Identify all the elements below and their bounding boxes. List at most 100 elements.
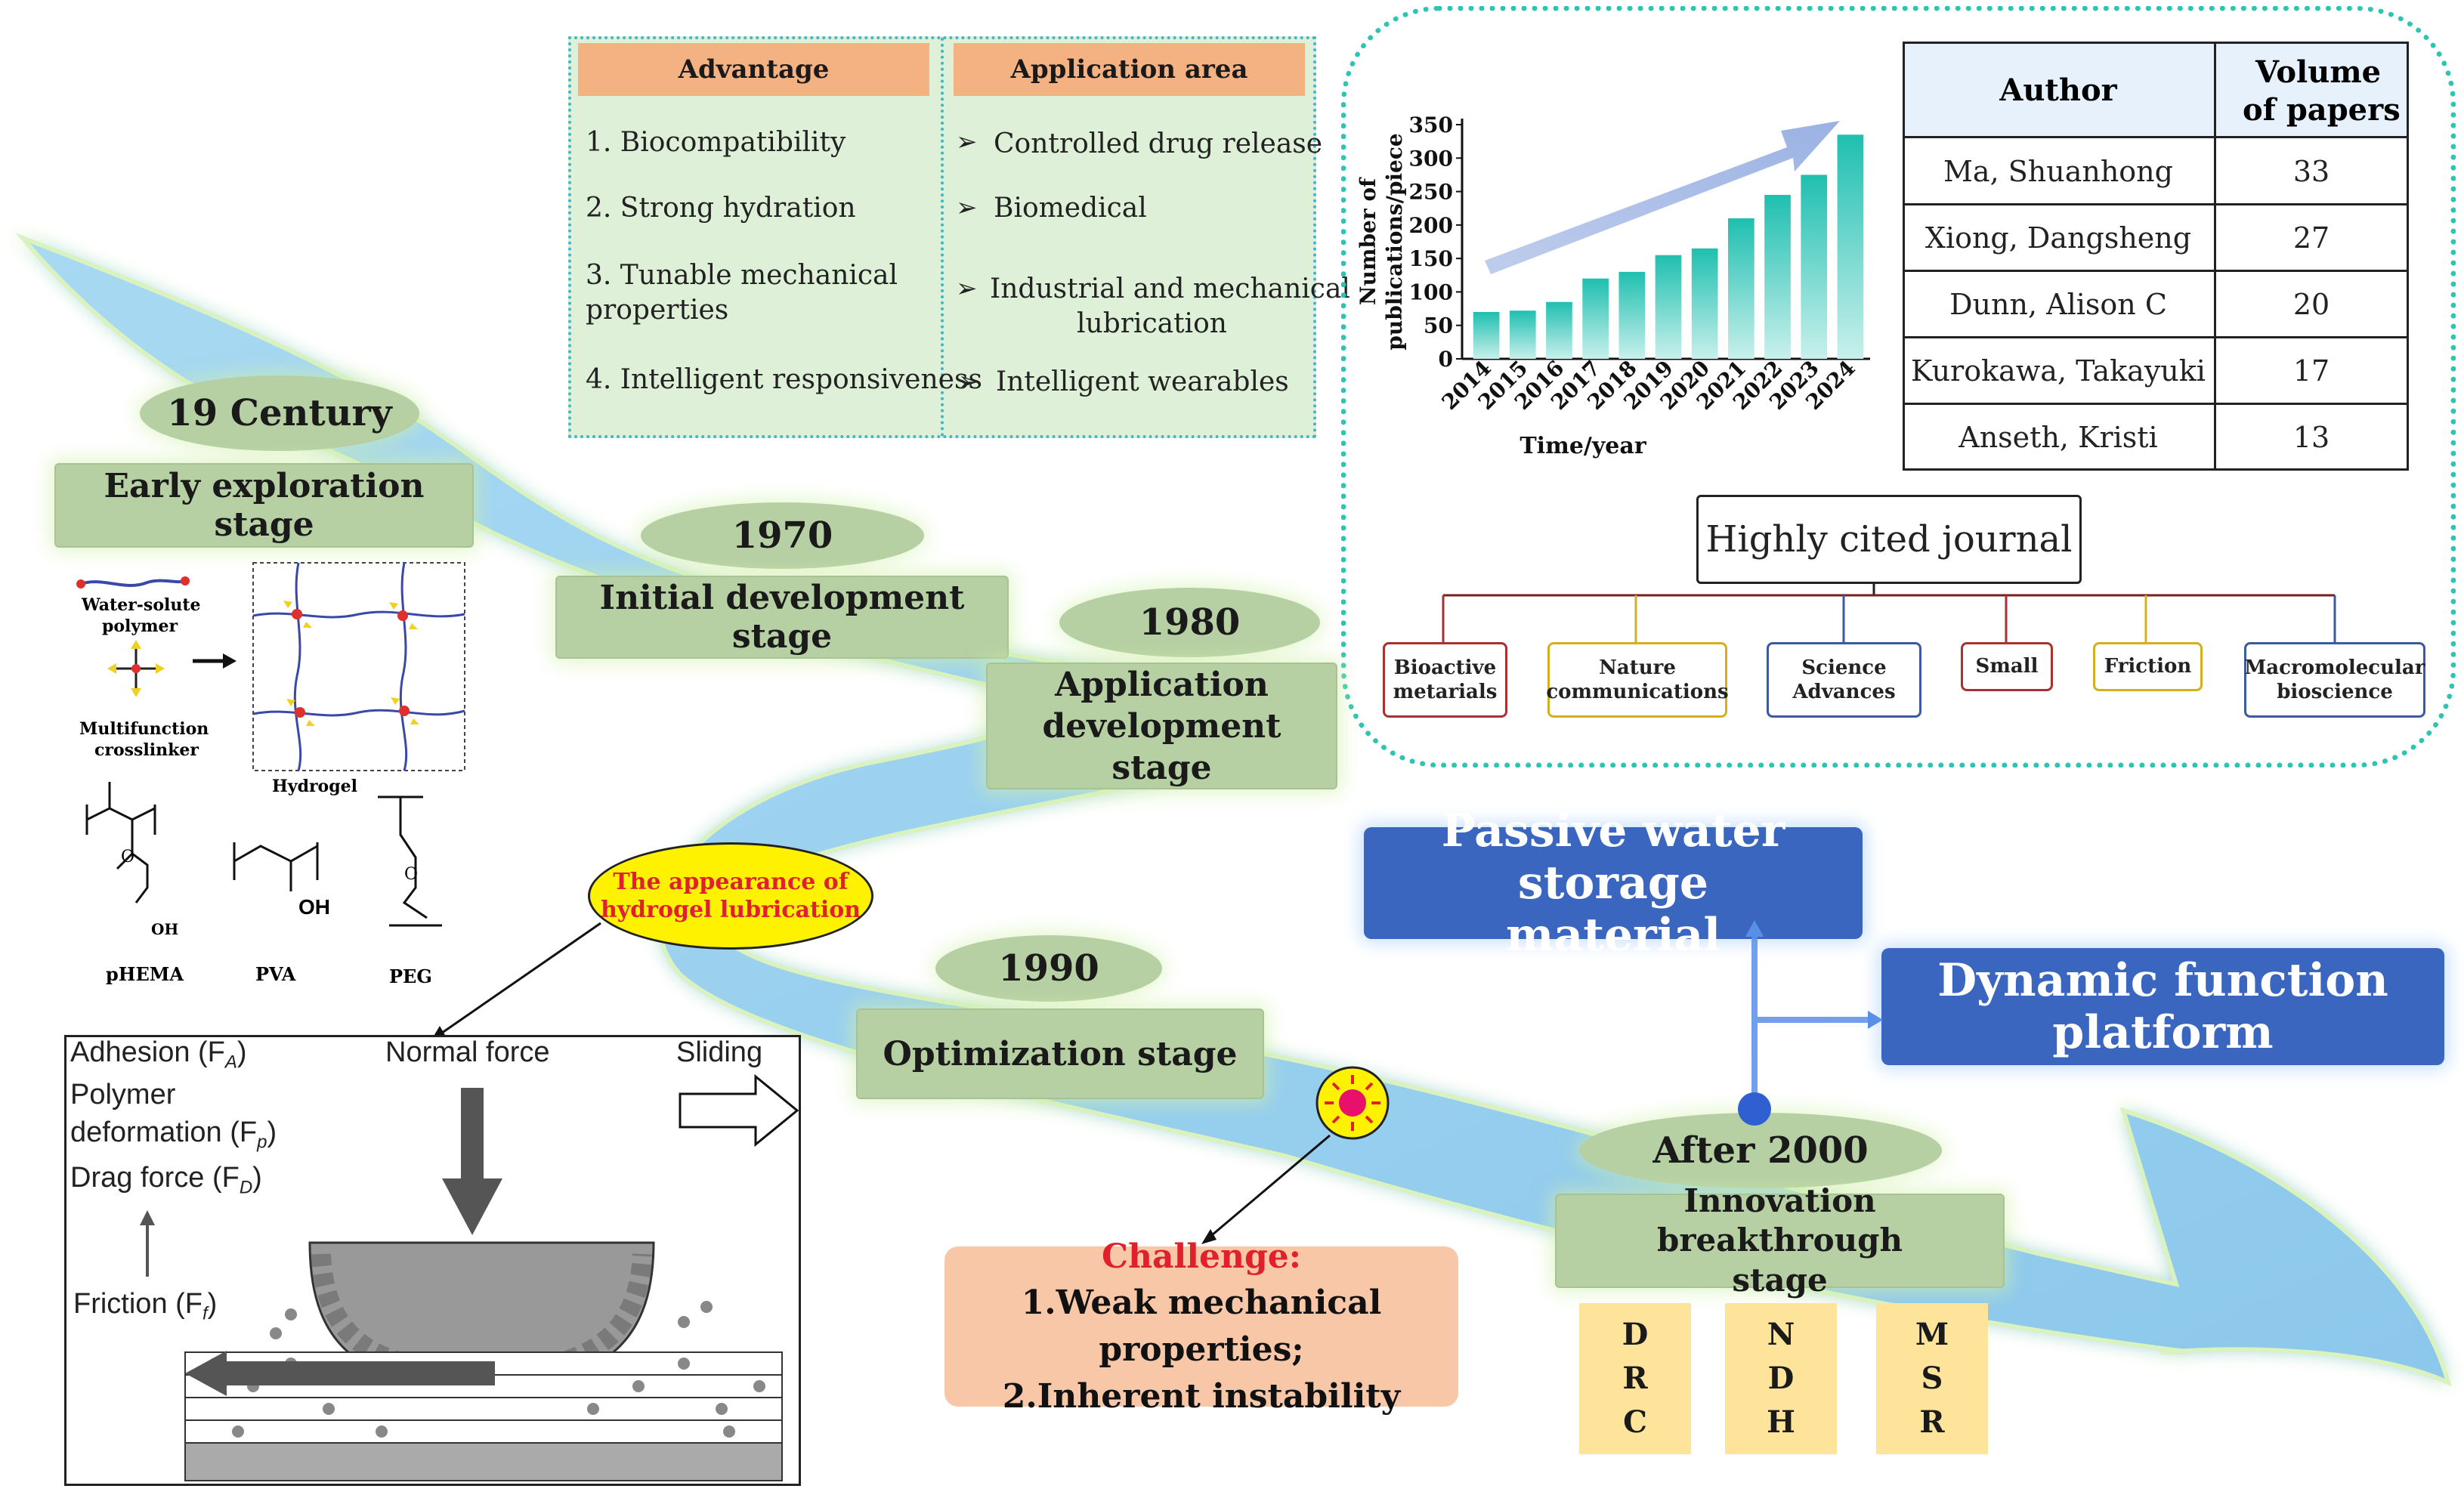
right-arrow-icon [223, 653, 237, 669]
application-item-4: Intelligent wearables [996, 366, 1289, 397]
x-axis-label: Time/year [1520, 433, 1646, 459]
arrow-bullet-icon: ➢ [956, 273, 978, 304]
journal-bioactive-l2: metarials [1393, 681, 1498, 703]
trend-arrow-icon [1485, 121, 1840, 274]
journal-tree-connectors [1442, 583, 2336, 644]
year-1980: 1980 [1059, 588, 1320, 657]
author-table-row-border [1903, 336, 2409, 338]
arrow-bullet-icon: ➢ [958, 366, 980, 397]
author-volume-cell: 13 [2292, 421, 2330, 454]
application-item-3-cont: lubrication [1077, 308, 1227, 339]
arrow-bullet-icon: ➢ [956, 127, 978, 157]
crosslinker-label-l1: Multifunction [79, 719, 209, 739]
bar-2020 [1691, 248, 1718, 359]
journal-nature-l1: Nature [1599, 656, 1676, 679]
journal-small: Small [1961, 642, 2053, 691]
y-tick-label: 0 [1439, 347, 1453, 372]
deformation-label: deformation (Fp) [70, 1117, 277, 1153]
y-tick-label: 200 [1409, 213, 1453, 238]
ndh-n: N [1767, 1317, 1795, 1352]
polymer-label: Polymer [70, 1079, 176, 1110]
bar-2019 [1655, 255, 1682, 359]
stage-app-l1: Application [1055, 665, 1269, 704]
adhesion-text: Adhesion (F [70, 1036, 225, 1068]
evolution-arrows [1738, 920, 1883, 1126]
deformation-text: deformation (F [70, 1117, 258, 1148]
deformation-subscript: p [257, 1132, 267, 1153]
author-name-cell: Xiong, Dangsheng [1925, 221, 2192, 255]
journal-science-l2: Advances [1792, 681, 1896, 703]
drag-text: Drag force (F [70, 1162, 240, 1194]
stage-innov-l2: stage [1732, 1261, 1828, 1299]
y-tick-label: 250 [1409, 180, 1453, 205]
drag-subscript: D [239, 1177, 253, 1198]
advantage-item-3-cont: properties [586, 295, 729, 326]
author-table-header-row [1903, 42, 2409, 138]
crosslinker-icon [107, 640, 165, 697]
panel-divider [941, 38, 944, 437]
water-solute-label-l1: Water-solute [82, 595, 201, 615]
phema-label: pHEMA [106, 963, 184, 985]
bar-2016 [1546, 301, 1572, 359]
normal-force-label: Normal force [385, 1036, 550, 1068]
stage-innovation-breakthrough: Innovation breakthrough stage [1555, 1182, 2005, 1299]
drag-force-label: Drag force (FD) [70, 1162, 262, 1198]
oh-label-pva: OH [298, 895, 330, 919]
journal-nature-l2: communications [1546, 681, 1729, 703]
journal-science-l1: Science [1801, 656, 1887, 679]
year-1990: 1990 [935, 935, 1162, 1002]
volume-header-l2: of papers [2243, 92, 2401, 128]
author-table-row-border [1903, 403, 2409, 405]
o-label-peg: O [404, 865, 419, 884]
drc-r: R [1622, 1361, 1648, 1396]
passive-l1: Passive water storage [1441, 804, 1785, 910]
author-name-cell: Ma, Shuanhong [1943, 155, 2173, 188]
y-tick-label: 100 [1409, 280, 1453, 304]
drag-force-arrow-icon [185, 1351, 227, 1396]
advantage-item-3: 3. Tunable mechanical [586, 260, 898, 291]
peg-structure-icon [378, 795, 442, 927]
advantage-item-2: 2. Strong hydration [586, 193, 856, 224]
application-item-1: Controlled drug release [994, 128, 1323, 159]
dynamic-l1: Dynamic function [1937, 953, 2388, 1007]
bibliometric-panel [1341, 6, 2456, 768]
friction-subscript: f [202, 1303, 208, 1324]
hydrogel-label: Hydrogel [272, 777, 357, 796]
bar-2018 [1618, 271, 1646, 359]
polymer-chain-icon [80, 579, 186, 587]
evolution-origin-dot [1738, 1092, 1771, 1126]
author-header: Author [1999, 72, 2117, 108]
journal-bioactive-materials: Bioactive metarials [1383, 642, 1507, 718]
challenge-item-2: 2.Inherent instability [1002, 1376, 1401, 1416]
drc-c: C [1623, 1404, 1647, 1440]
advantage-header: Advantage [578, 43, 929, 96]
author-volume-cell: 20 [2292, 288, 2330, 321]
crosslinker-label-l2: crosslinker [94, 740, 199, 760]
author-table-column-divider [2214, 42, 2216, 471]
journal-bioactive-l1: Bioactive [1393, 656, 1497, 679]
challenge-item-1: 1.Weak mechanical properties; [1021, 1283, 1382, 1369]
bar-2014 [1473, 312, 1500, 359]
y-tick-label: 50 [1424, 314, 1453, 338]
bar-2017 [1582, 278, 1609, 359]
callout-pointer-arrow [431, 922, 601, 1041]
y-axis-label-l2: publications/piece [1382, 133, 1407, 350]
application-item-3: Industrial and mechanical [990, 273, 1350, 304]
sliding-arrow-icon [679, 1073, 799, 1148]
challenge-box: Challenge: 1.Weak mechanical properties;… [944, 1237, 1458, 1416]
year-19-century: 19 Century [140, 375, 419, 451]
msr-s: S [1921, 1361, 1943, 1396]
volume-header-l1: Volume [2255, 54, 2382, 90]
journal-friction: Friction [2093, 642, 2203, 691]
ndh-d: D [1767, 1361, 1795, 1396]
friction-label: Friction (Ff) [73, 1288, 218, 1324]
callout-l2: hydrogel lubrication [600, 897, 861, 923]
passive-water-storage-box: Passive water storage material [1364, 805, 1863, 961]
challenge-sun-icon [1315, 1066, 1390, 1140]
author-volume-cell: 33 [2292, 155, 2330, 188]
friction-text: Friction (F [73, 1288, 202, 1320]
strategy-drc: D R C [1579, 1303, 1691, 1454]
year-1970: 1970 [641, 502, 924, 569]
stage-app-l2: development stage [1042, 706, 1281, 787]
